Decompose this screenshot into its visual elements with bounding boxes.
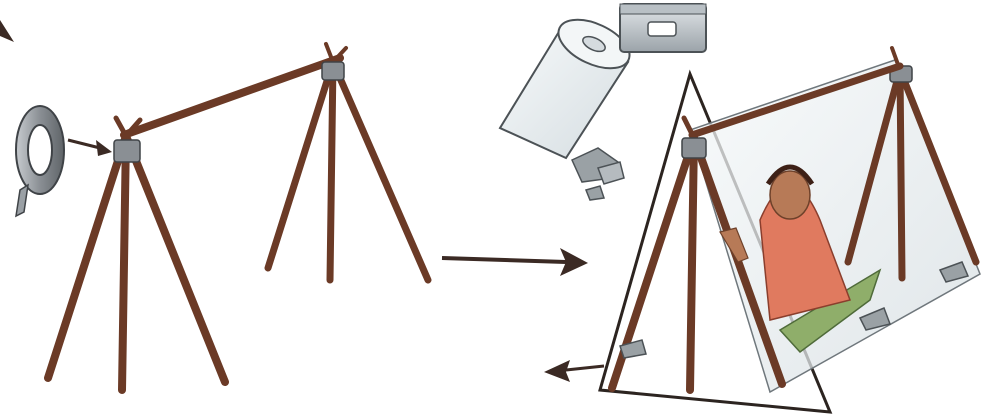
tripod-right	[264, 42, 432, 284]
arrow-icon	[67, 138, 112, 156]
tripod-frame-panel	[15, 42, 432, 394]
plastic-roll-icon	[498, 18, 631, 160]
plastic-sheet	[689, 59, 981, 394]
duct-tape-roll-icon	[15, 105, 65, 218]
tape-wrap-left	[113, 139, 141, 163]
exit-arrow-icon	[544, 360, 605, 382]
rocks	[571, 147, 625, 201]
corner-arrow-icon	[0, 20, 14, 42]
razor-blade-icon	[619, 3, 707, 53]
seated-person	[719, 164, 882, 354]
tripod-left	[44, 115, 229, 394]
hair	[765, 164, 815, 186]
waving-hand	[719, 227, 749, 263]
tent-frame	[598, 46, 981, 414]
shelter-panel	[498, 3, 981, 414]
transition-arrow-icon	[441, 248, 588, 276]
ridge-pole	[120, 54, 344, 139]
tape-wrap-right	[321, 61, 345, 81]
tent-rocks	[619, 261, 970, 359]
face	[769, 170, 811, 220]
